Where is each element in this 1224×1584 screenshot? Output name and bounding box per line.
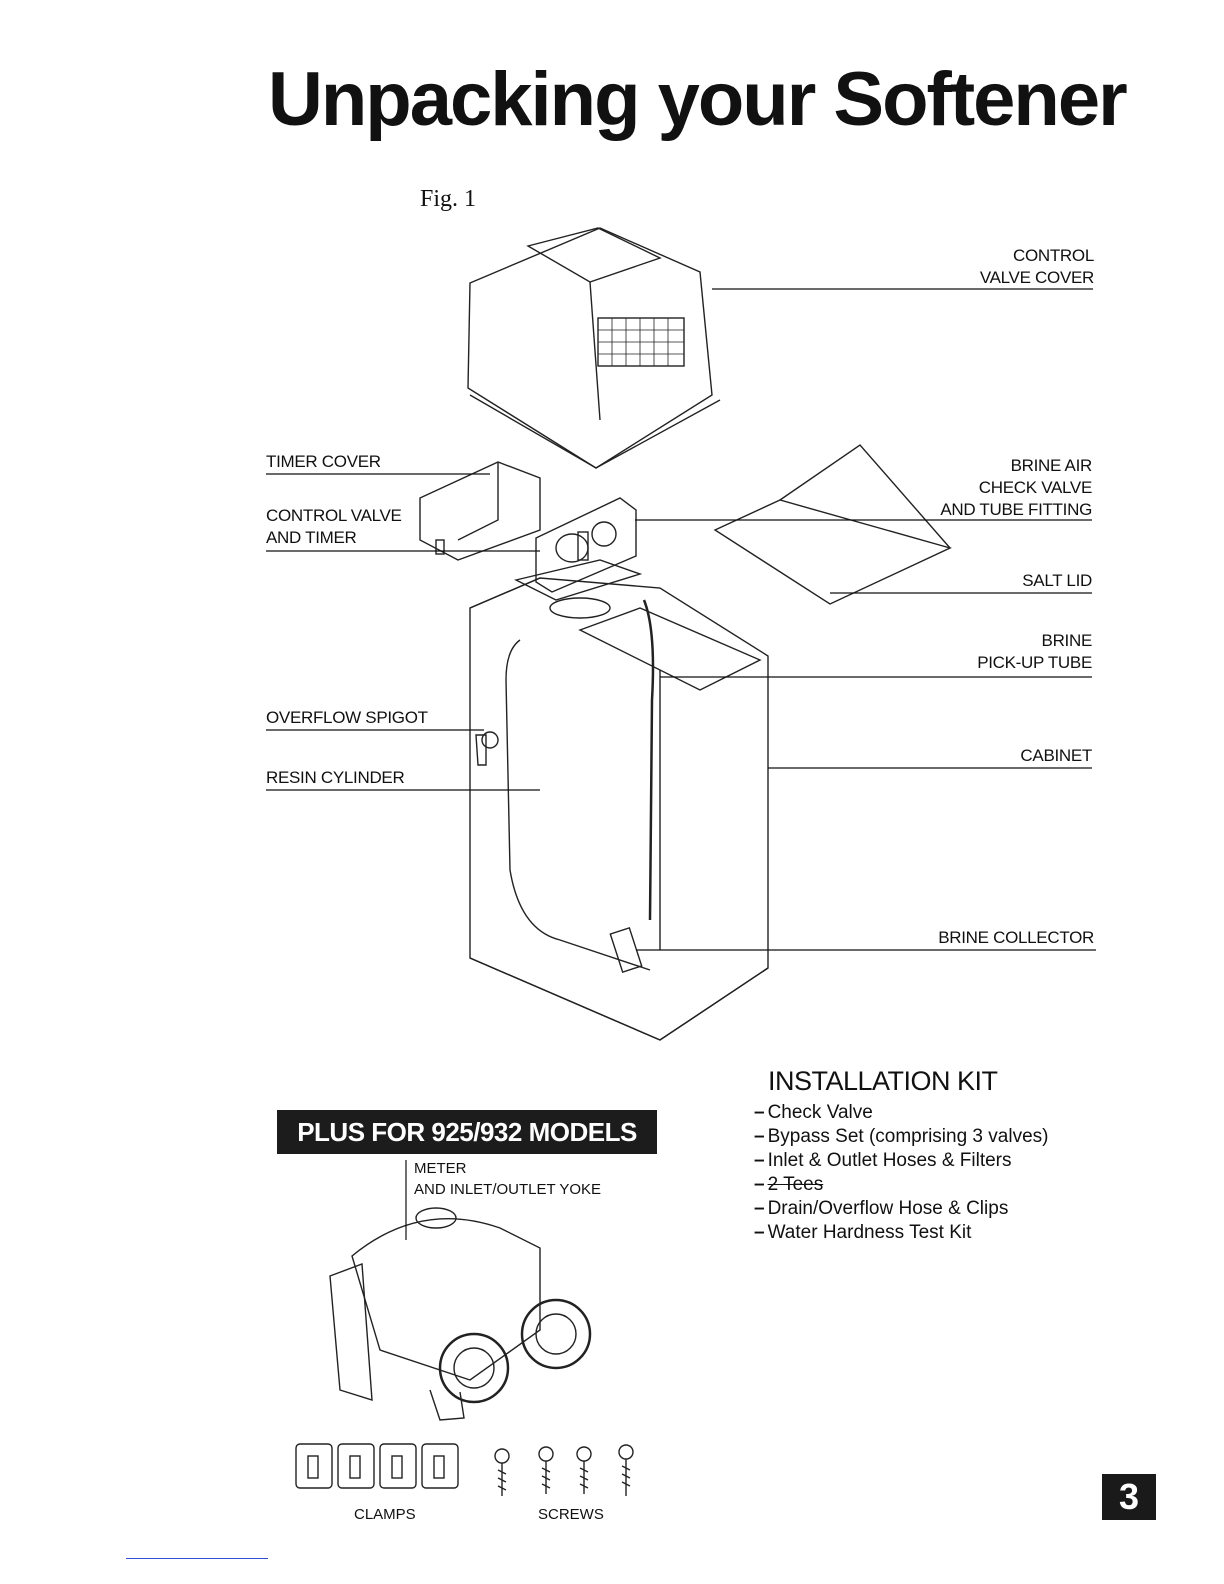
- label-control-valve-timer: CONTROL VALVE AND TIMER: [266, 506, 402, 547]
- list-item: Water Hardness Test Kit: [754, 1221, 1048, 1245]
- footer-rule: [126, 1558, 268, 1559]
- label-brine-collector: BRINE COLLECTOR: [938, 928, 1094, 947]
- label-cabinet: CABINET: [1020, 746, 1092, 765]
- label-screws: SCREWS: [538, 1506, 604, 1523]
- label-overflow-spigot: OVERFLOW SPIGOT: [266, 708, 428, 727]
- label-control-valve-cover: CONTROL VALVE COVER: [979, 246, 1094, 287]
- leader-lines: [266, 288, 1096, 1240]
- list-item-struck: 2 Tees: [754, 1173, 1048, 1197]
- label-salt-lid: SALT LID: [1022, 571, 1092, 590]
- salt-lid-drawing: [713, 444, 953, 605]
- label-clamps: CLAMPS: [354, 1506, 416, 1523]
- control-valve-cover-drawing: [467, 227, 721, 469]
- cabinet-drawing: [469, 577, 769, 1041]
- installation-kit-heading: INSTALLATION KIT: [768, 1066, 998, 1096]
- brine-pickup-tube-drawing: [642, 599, 655, 921]
- list-item: Inlet & Outlet Hoses & Filters: [754, 1149, 1048, 1173]
- figure-label: Fig. 1: [420, 186, 477, 212]
- label-brine-pickup-tube: BRINE PICK-UP TUBE: [977, 631, 1092, 672]
- timer-cover-drawing: [419, 461, 541, 561]
- label-resin-cylinder: RESIN CYLINDER: [266, 768, 405, 787]
- page-title: Unpacking your Softener: [268, 57, 1128, 142]
- label-timer-cover: TIMER COVER: [266, 452, 381, 471]
- control-valve-drawing: [513, 497, 643, 619]
- overflow-spigot-drawing: [481, 731, 499, 749]
- label-brine-air-check-valve: BRINE AIR CHECK VALVE AND TUBE FITTING: [940, 456, 1092, 519]
- list-item: Bypass Set (comprising 3 valves): [754, 1125, 1049, 1149]
- list-item: Drain/Overflow Hose & Clips: [754, 1197, 1048, 1221]
- installation-kit-list: Check Valve Bypass Set (comprising 3 val…: [754, 1101, 1049, 1245]
- brine-collector-drawing: [609, 927, 643, 973]
- screws-drawing: [494, 1444, 634, 1496]
- label-meter-yoke: METER AND INLET/OUTLET YOKE: [414, 1160, 601, 1198]
- models-banner: PLUS FOR 925/932 MODELS: [277, 1110, 657, 1154]
- page-number: 3: [1102, 1474, 1156, 1520]
- meter-yoke-drawing: [329, 1207, 592, 1421]
- clamps-drawing: [295, 1443, 459, 1489]
- list-item: Check Valve: [754, 1101, 1048, 1125]
